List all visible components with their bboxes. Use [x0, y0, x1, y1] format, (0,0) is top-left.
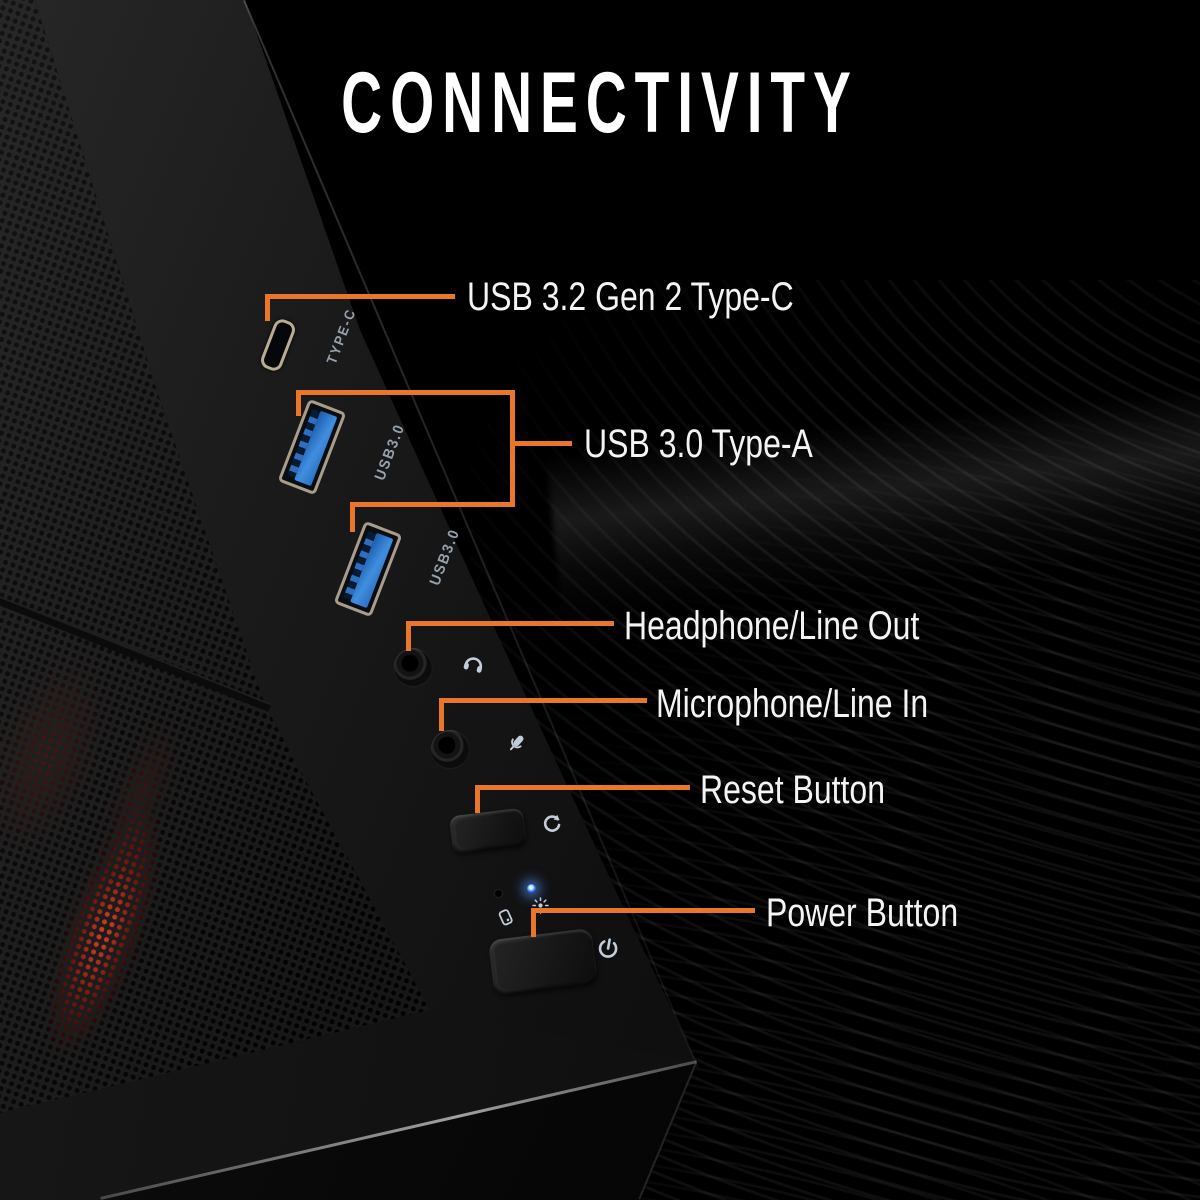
- type-c-callout-label: USB 3.2 Gen 2 Type-C: [467, 275, 794, 319]
- headphone-callout-line: [406, 621, 411, 651]
- usb-a-callout-line: [296, 390, 301, 416]
- power-callout-label: Power Button: [766, 891, 959, 935]
- hdd-led-hole: [494, 889, 503, 898]
- microphone-callout-line: [439, 698, 647, 703]
- power-symbol-icon: [598, 938, 618, 958]
- reset-callout-line: [475, 785, 480, 813]
- reset-arrow-icon: [543, 814, 561, 832]
- reset-callout-label: Reset Button: [700, 768, 885, 812]
- type-c-callout-line: [265, 294, 455, 299]
- usb-a-callout-line: [350, 502, 355, 532]
- usb-a-callout-label: USB 3.0 Type-A: [584, 422, 813, 466]
- usb-a-callout-line: [350, 502, 515, 507]
- type-c-callout-line: [265, 294, 270, 321]
- usb-a-callout-line: [296, 390, 515, 395]
- headphone-icon: [463, 657, 483, 673]
- power-button-face: [493, 933, 593, 991]
- microphone-icon: [509, 735, 524, 751]
- page-title: CONNECTIVITY: [341, 55, 859, 151]
- headphone-callout-label: Headphone/Line Out: [624, 604, 920, 648]
- microphone-callout-line: [439, 698, 444, 731]
- power-led-indicator: [527, 884, 536, 893]
- microphone-callout-label: Microphone/Line In: [656, 682, 929, 726]
- usb-a-callout-line: [510, 441, 572, 446]
- headphone-callout-line: [406, 621, 614, 626]
- headphone-jack: [394, 648, 432, 686]
- power-callout-line: [531, 908, 536, 937]
- hdd-activity-icon: [498, 909, 513, 926]
- microphone-jack: [431, 730, 469, 768]
- reset-callout-line: [475, 785, 690, 790]
- reset-button-face: [454, 813, 522, 849]
- power-callout-line: [531, 908, 755, 913]
- usb-a-callout-bracket: [510, 390, 515, 507]
